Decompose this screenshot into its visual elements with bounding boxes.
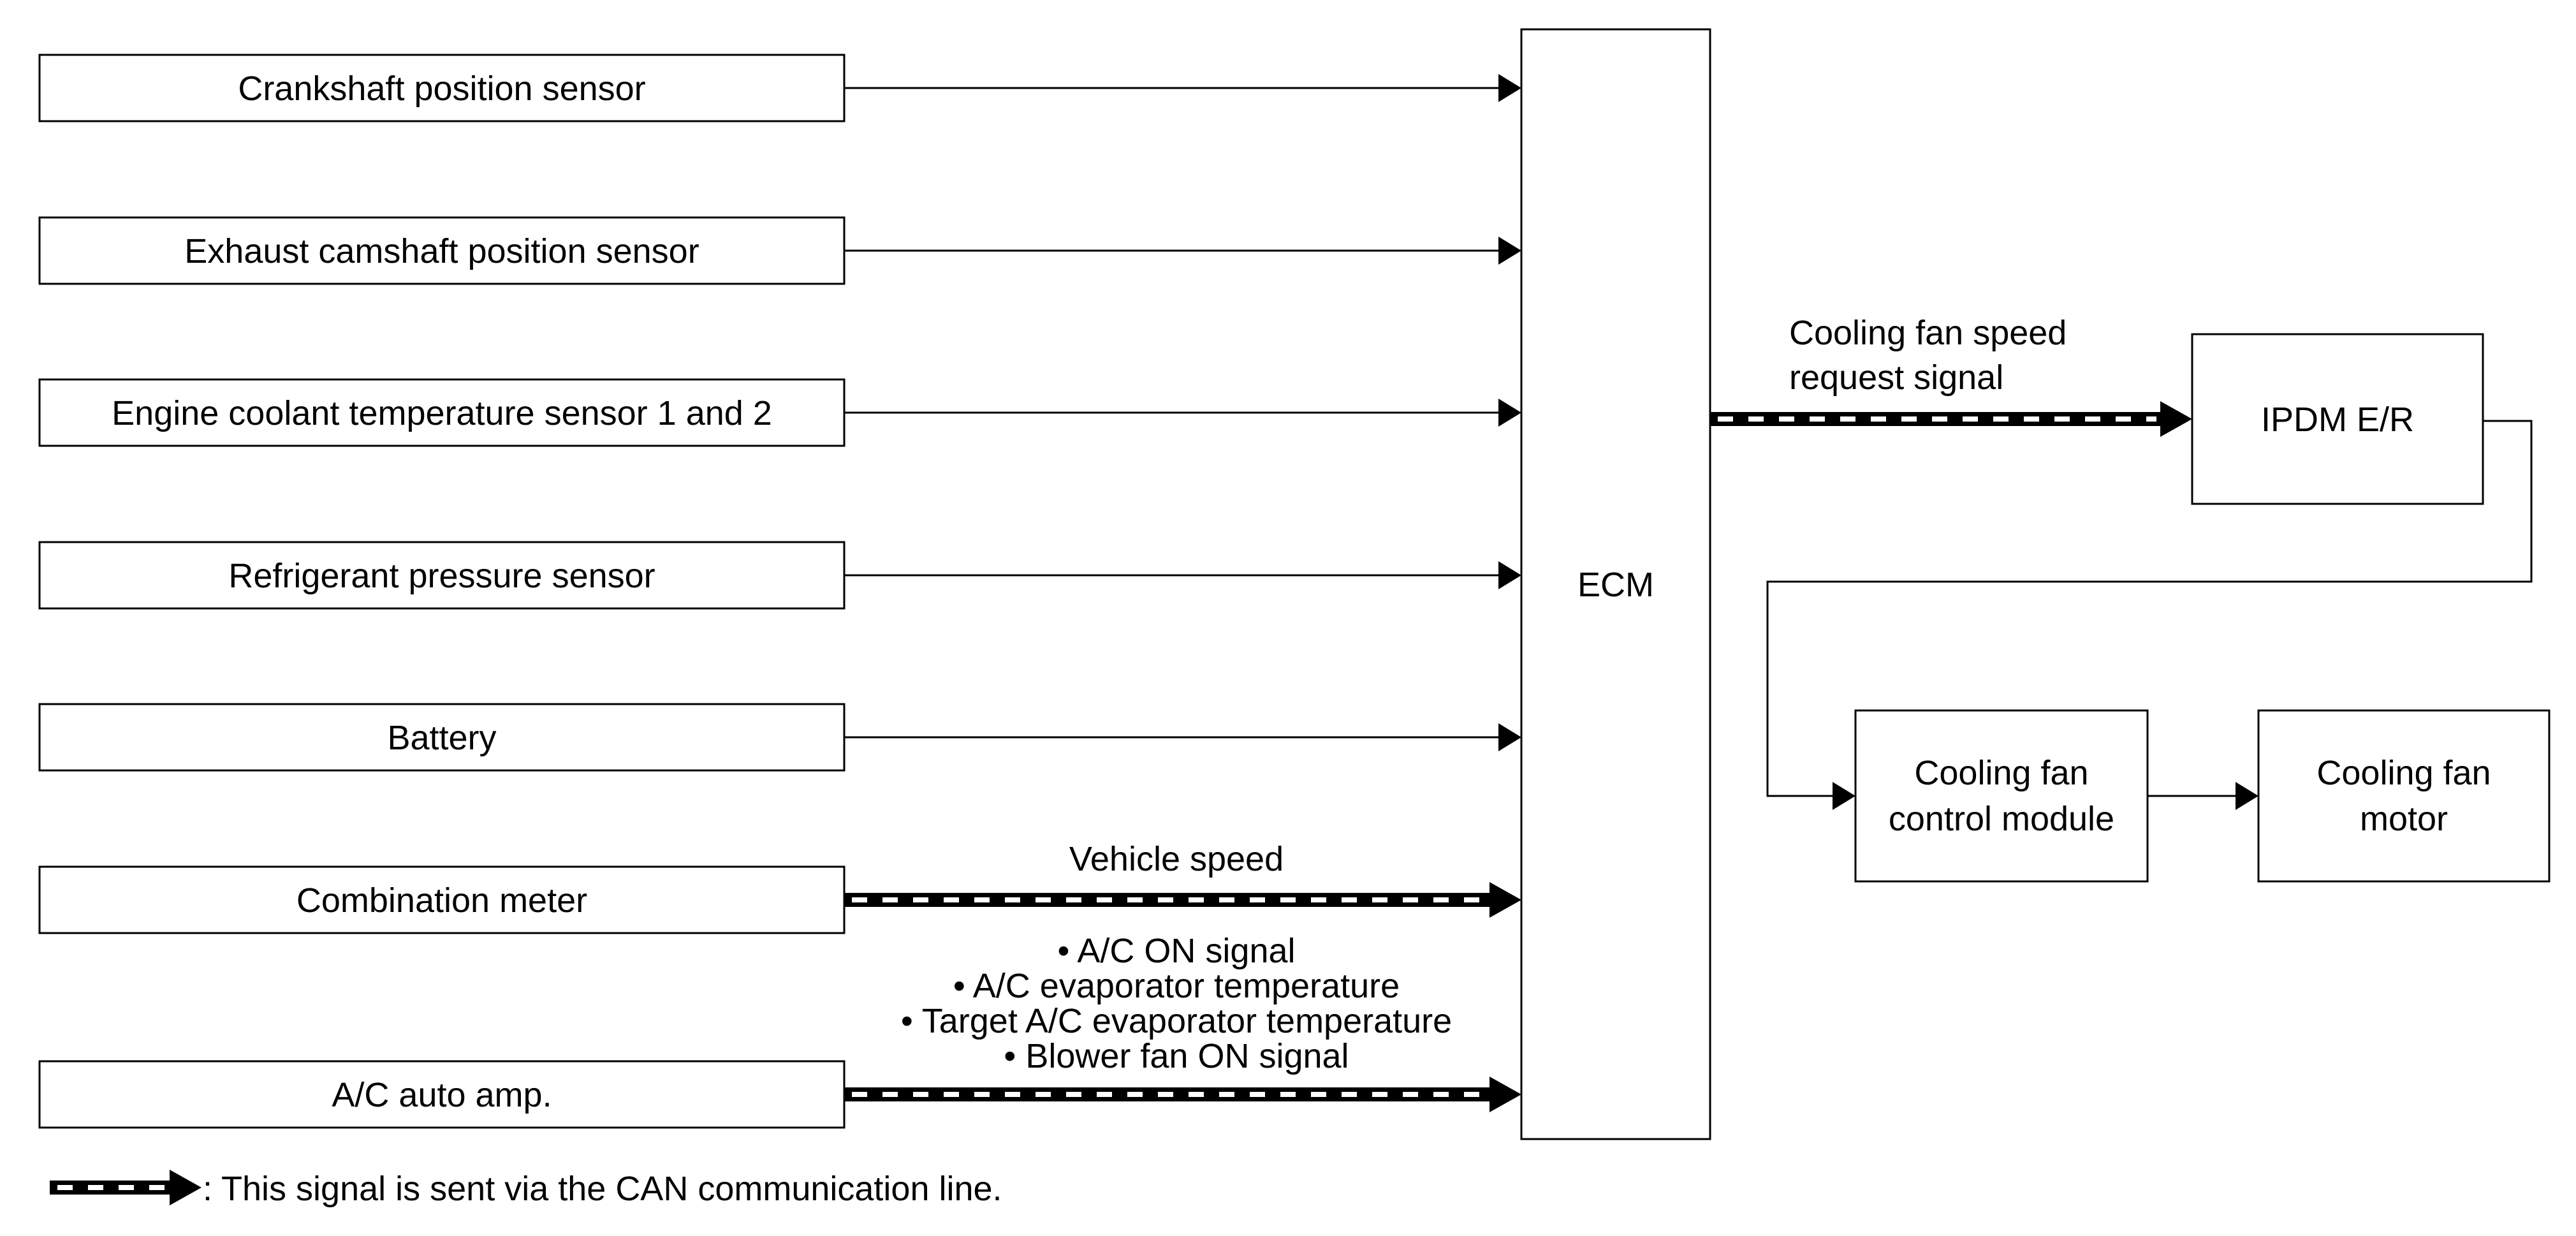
ac-signal-item: • A/C evaporator temperature: [953, 967, 1400, 1005]
arrowhead: [1833, 782, 1855, 810]
arrowhead: [1498, 399, 1521, 427]
ac-signal-item: • Blower fan ON signal: [1004, 1037, 1349, 1075]
fan-module-label-line1: Cooling fan: [1914, 754, 2088, 792]
input-box-battery: Battery: [38, 703, 845, 772]
input-label-refrigerant: Refrigerant pressure sensor: [228, 557, 655, 595]
input-box-refrigerant: Refrigerant pressure sensor: [38, 541, 845, 610]
wire-fan-module-to-motor: [2148, 782, 2258, 810]
ac-signal-item: • Target A/C evaporator temperature: [901, 1002, 1452, 1040]
input-label-combination-meter: Combination meter: [296, 881, 587, 920]
input-box-ac-auto-amp: A/C auto amp.: [38, 1060, 845, 1129]
fan-request-label-line2: request signal: [1789, 358, 2003, 397]
wire-crankshaft-to-ecm: [844, 74, 1521, 102]
wire-exhaust-camshaft-to-ecm: [844, 237, 1521, 265]
can-line-fan-request: [1710, 401, 2192, 437]
fan-control-module-box: Cooling fan control module: [1854, 709, 2149, 883]
input-label-crankshaft: Crankshaft position sensor: [238, 70, 645, 108]
vehicle-speed-label: Vehicle speed: [1069, 840, 1284, 878]
ipdm-box: IPDM E/R: [2191, 333, 2484, 505]
input-label-coolant-temp: Engine coolant temperature sensor 1 and …: [112, 394, 772, 432]
legend-text: : This signal is sent via the CAN commun…: [203, 1170, 1002, 1208]
wire-coolant-temp-to-ecm: [844, 399, 1521, 427]
arrowhead: [1498, 723, 1521, 751]
input-label-exhaust-camshaft: Exhaust camshaft position sensor: [184, 232, 699, 270]
input-box-exhaust-camshaft: Exhaust camshaft position sensor: [38, 216, 845, 285]
wire-ipdm-to-fan-module: [1766, 420, 2533, 810]
arrowhead: [2236, 782, 2258, 810]
can-line-legend-icon: [50, 1170, 201, 1205]
input-label-ac-auto-amp: A/C auto amp.: [332, 1076, 552, 1114]
can-line-ac-signals: [844, 1077, 1521, 1112]
arrowhead: [1498, 74, 1521, 102]
arrowhead: [1498, 237, 1521, 265]
arrowhead: [1489, 1077, 1521, 1112]
fan-motor-label-line2: motor: [2360, 800, 2448, 838]
arrowhead: [1489, 882, 1521, 918]
input-label-battery: Battery: [387, 719, 496, 757]
fan-module-label-line2: control module: [1889, 800, 2114, 838]
wire-battery-to-ecm: [844, 723, 1521, 751]
fan-motor-box: Cooling fan motor: [2257, 709, 2550, 883]
ac-signal-item: • A/C ON signal: [1057, 932, 1295, 970]
ac-signal-list: • A/C ON signal • A/C evaporator tempera…: [901, 932, 1452, 1075]
ecm-box: ECM: [1520, 28, 1711, 1140]
input-box-coolant-temp: Engine coolant temperature sensor 1 and …: [38, 378, 845, 447]
ecm-label: ECM: [1577, 566, 1654, 604]
fan-motor-label-line1: Cooling fan: [2316, 754, 2491, 792]
input-box-crankshaft: Crankshaft position sensor: [38, 54, 845, 122]
arrowhead: [170, 1170, 201, 1205]
wire-refrigerant-to-ecm: [844, 561, 1521, 589]
input-box-combination-meter: Combination meter: [38, 865, 845, 934]
legend: : This signal is sent via the CAN commun…: [50, 1170, 1002, 1208]
can-line-vehicle-speed: [844, 882, 1521, 918]
arrowhead: [2160, 401, 2192, 437]
ipdm-label: IPDM E/R: [2261, 401, 2414, 439]
arrowhead: [1498, 561, 1521, 589]
fan-request-label-line1: Cooling fan speed: [1789, 314, 2067, 352]
